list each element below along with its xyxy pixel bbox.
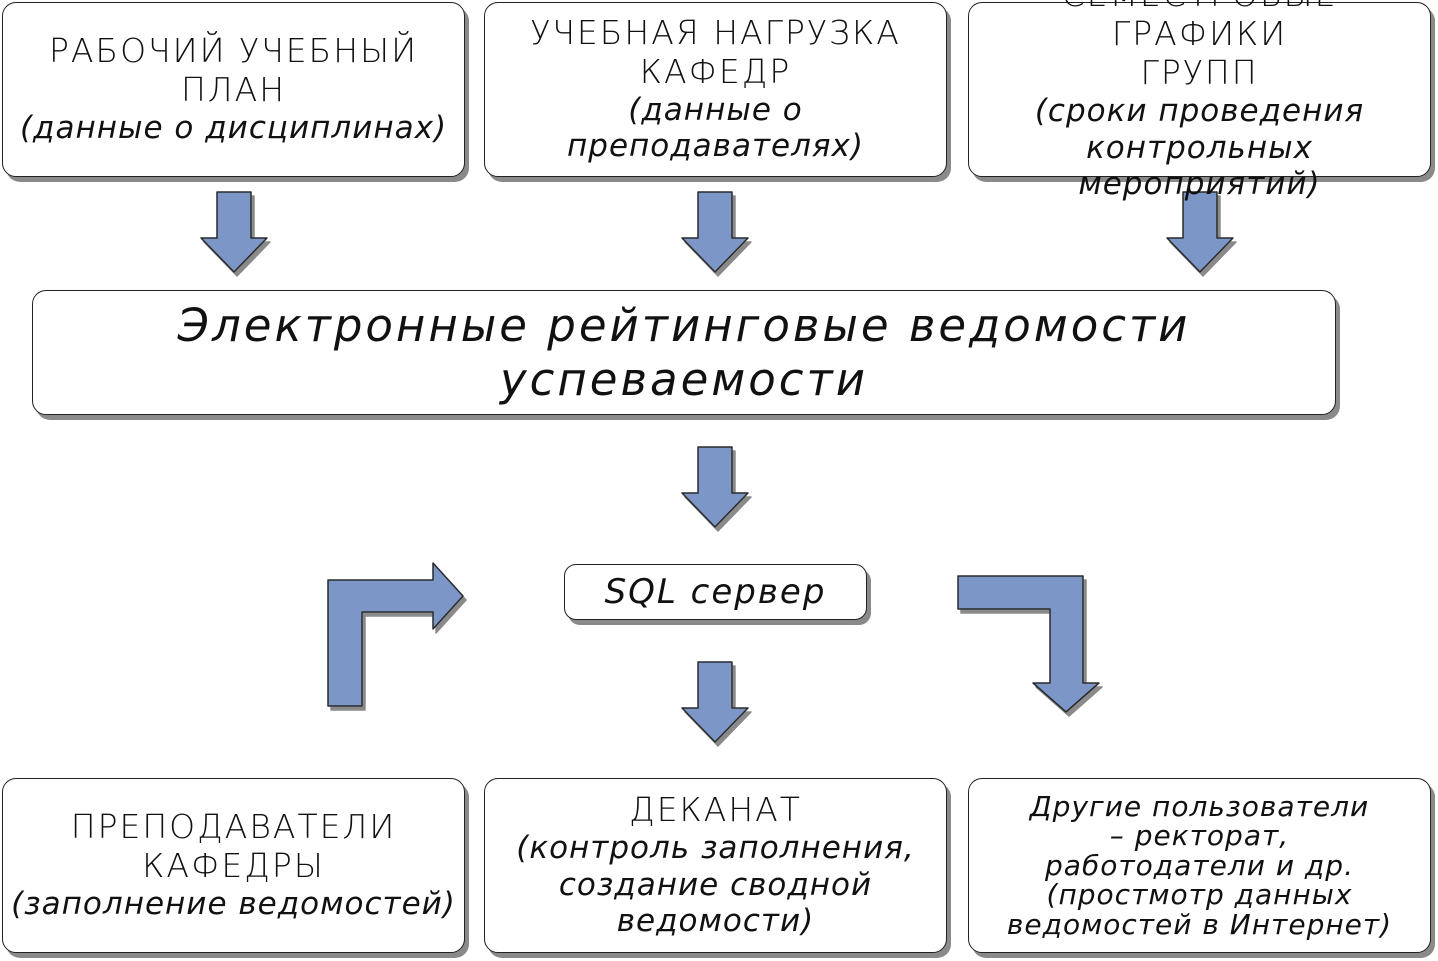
down-arrow-3 (1166, 191, 1234, 273)
box-deanery: ДЕКАНАТ (контроль заполнения, создание с… (484, 778, 947, 953)
box-semester-schedules-title-2: ГРУПП (1140, 53, 1259, 93)
box-teaching-load-title-1: УЧЕБНАЯ НАГРУЗКА (530, 12, 901, 52)
bent-arrow-left (327, 562, 464, 707)
box-other-users-line-2: – ректорат, (1109, 819, 1290, 853)
box-teachers-title-1: ПРЕПОДАВАТЕЛИ (70, 807, 397, 847)
box-other-users-line-4: (простмотр данных (1046, 878, 1353, 912)
box-teaching-load-note-2: преподавателях) (567, 128, 864, 165)
box-deanery-note-2: создание сводной (558, 866, 873, 903)
box-sql-server-label: SQL сервер (604, 571, 827, 612)
box-sql-server: SQL сервер (564, 564, 867, 620)
down-arrow-5 (681, 661, 749, 743)
box-semester-schedules: СЕМЕСТРОВЫЕ ГРАФИКИ ГРУПП (сроки проведе… (968, 0, 1431, 202)
box-teaching-load-title-2: КАФЕДР (639, 51, 792, 91)
box-curriculum: РАБОЧИЙ УЧЕБНЫЙ ПЛАН (данные о дисциплин… (2, 2, 465, 177)
down-arrow-1 (200, 191, 268, 273)
box-semester-schedules-title-1: СЕМЕСТРОВЫЕ ГРАФИКИ (1062, 0, 1336, 54)
box-curriculum-note: (данные о дисциплинах) (19, 110, 448, 147)
box-semester-schedules-note-1: (сроки проведения (1034, 93, 1365, 130)
box-semester-schedules-note-2: контрольных мероприятий) (1078, 129, 1321, 203)
box-other-users-line-1: Другие пользователи (1029, 790, 1370, 824)
box-curriculum-title-1: РАБОЧИЙ УЧЕБНЫЙ (48, 31, 419, 71)
box-teachers-title-2: КАФЕДРЫ (142, 846, 325, 886)
down-arrow-4 (681, 446, 749, 528)
arrow-group (200, 191, 1234, 743)
box-electronic-records: Электронные рейтинговые ведомости успева… (32, 290, 1336, 415)
box-deanery-note-3: ведомости) (616, 903, 815, 940)
box-deanery-title: ДЕКАНАТ (629, 790, 802, 830)
box-teachers: ПРЕПОДАВАТЕЛИ КАФЕДРЫ (заполнение ведомо… (2, 778, 465, 953)
box-other-users: Другие пользователи – ректорат, работода… (968, 778, 1431, 953)
box-other-users-line-3: работодатели и др. (1045, 848, 1354, 882)
box-deanery-note-1: (контроль заполнения, (516, 830, 915, 867)
box-electronic-records-label: Электронные рейтинговые ведомости успева… (177, 299, 1191, 406)
down-arrow-2 (681, 191, 749, 273)
box-curriculum-title-2: ПЛАН (180, 70, 287, 110)
box-teaching-load-note-1: (данные о (628, 91, 803, 128)
bent-arrow-right (957, 575, 1100, 713)
box-other-users-line-5: ведомостей в Интернет) (1006, 907, 1393, 941)
box-teaching-load: УЧЕБНАЯ НАГРУЗКА КАФЕДР (данные о препод… (484, 2, 947, 177)
box-teachers-note: (заполнение ведомостей) (11, 886, 456, 923)
